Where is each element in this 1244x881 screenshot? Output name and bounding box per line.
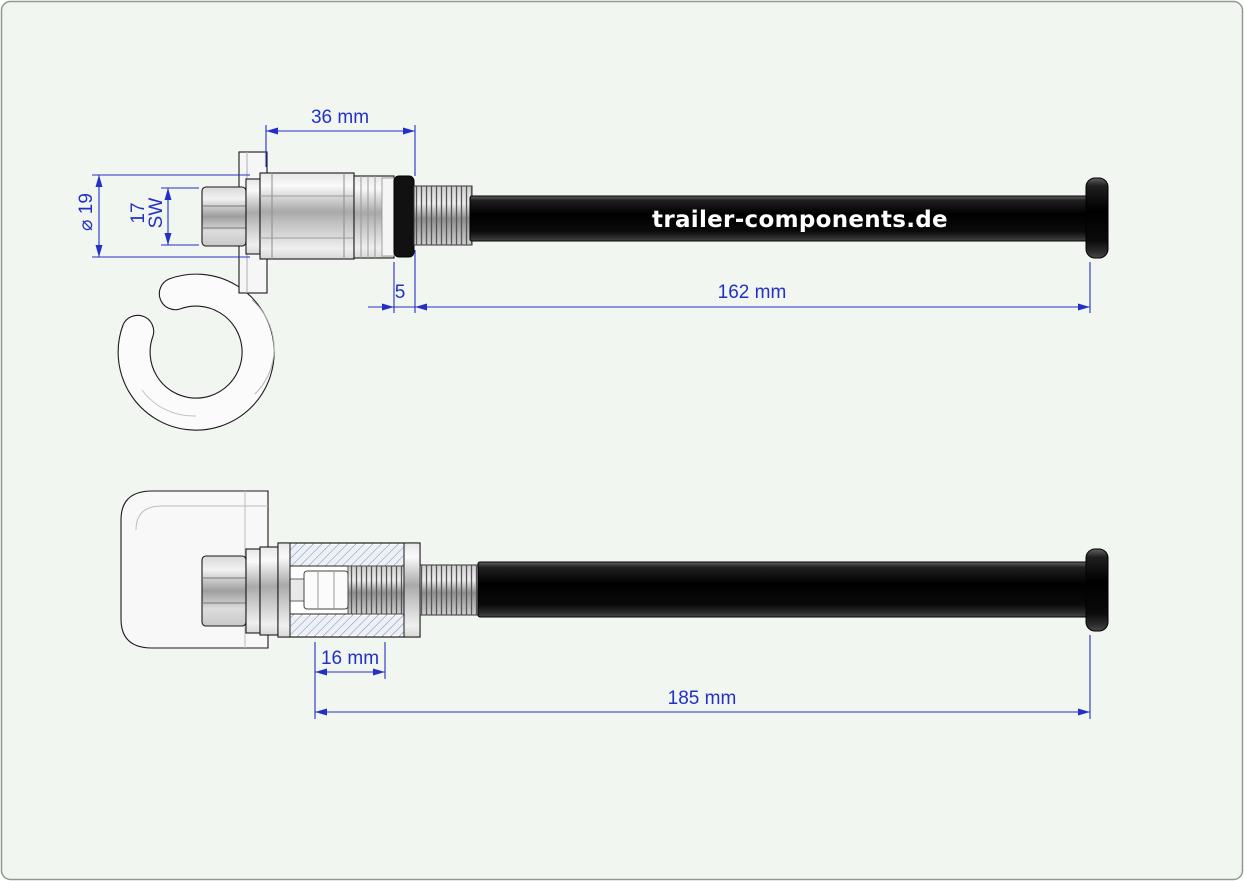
end-flange-top-view [1085,177,1109,259]
dim-36mm-label: 36 mm [311,107,369,128]
hex-insert [303,570,349,610]
top-view-dimension-arrows [95,127,1090,311]
barrel-left-cap [277,542,291,638]
dim-sw-label: SW [146,198,167,229]
bottom-view-dimension-arrows [315,668,1090,716]
brand-text: trailer-components.de [652,207,948,233]
hex-nut-bottom-view [201,555,247,627]
hook-outline [117,273,275,431]
barrel-right-cap [403,542,421,638]
hook-part [117,273,275,431]
dim-diameter-19-label: ⌀ 19 [76,193,97,231]
rod-tube-bottom-view [477,561,1091,618]
end-flange-bottom-view [1085,548,1109,632]
threaded-rod-bottom-view [419,564,481,616]
sectioned-barrel [277,542,421,638]
hex-nut-top-view [201,186,247,247]
bottom-view-dimension-labels: 16 mm 185 mm [321,648,736,709]
dim-17-label: 17 [128,202,149,223]
top-view-dimensions [92,125,1091,313]
dim-185mm-label: 185 mm [668,688,737,709]
rubber-ring [393,175,415,258]
dim-16mm-label: 16 mm [321,648,379,669]
hook-contour-line [251,299,275,395]
hook-contour-line-2 [141,389,197,417]
dim-5-label: 5 [395,282,406,303]
dim-162mm-label: 162 mm [718,282,787,303]
bottom-view: 16 mm 185 mm [120,490,1109,719]
spacer-ring [259,546,279,636]
washer-bottom-view [245,548,261,634]
top-view-dimension-labels: 36 mm ⌀ 19 17 SW 5 162 mm [76,107,786,303]
threaded-rod-top-view [413,185,473,246]
adjuster-barrel-top-view [259,172,355,260]
washer-top-view [245,178,261,255]
top-view: trailer-components.de [76,107,1109,431]
swaged-section [353,175,395,259]
rod-tube-top-view: trailer-components.de [469,195,1091,242]
